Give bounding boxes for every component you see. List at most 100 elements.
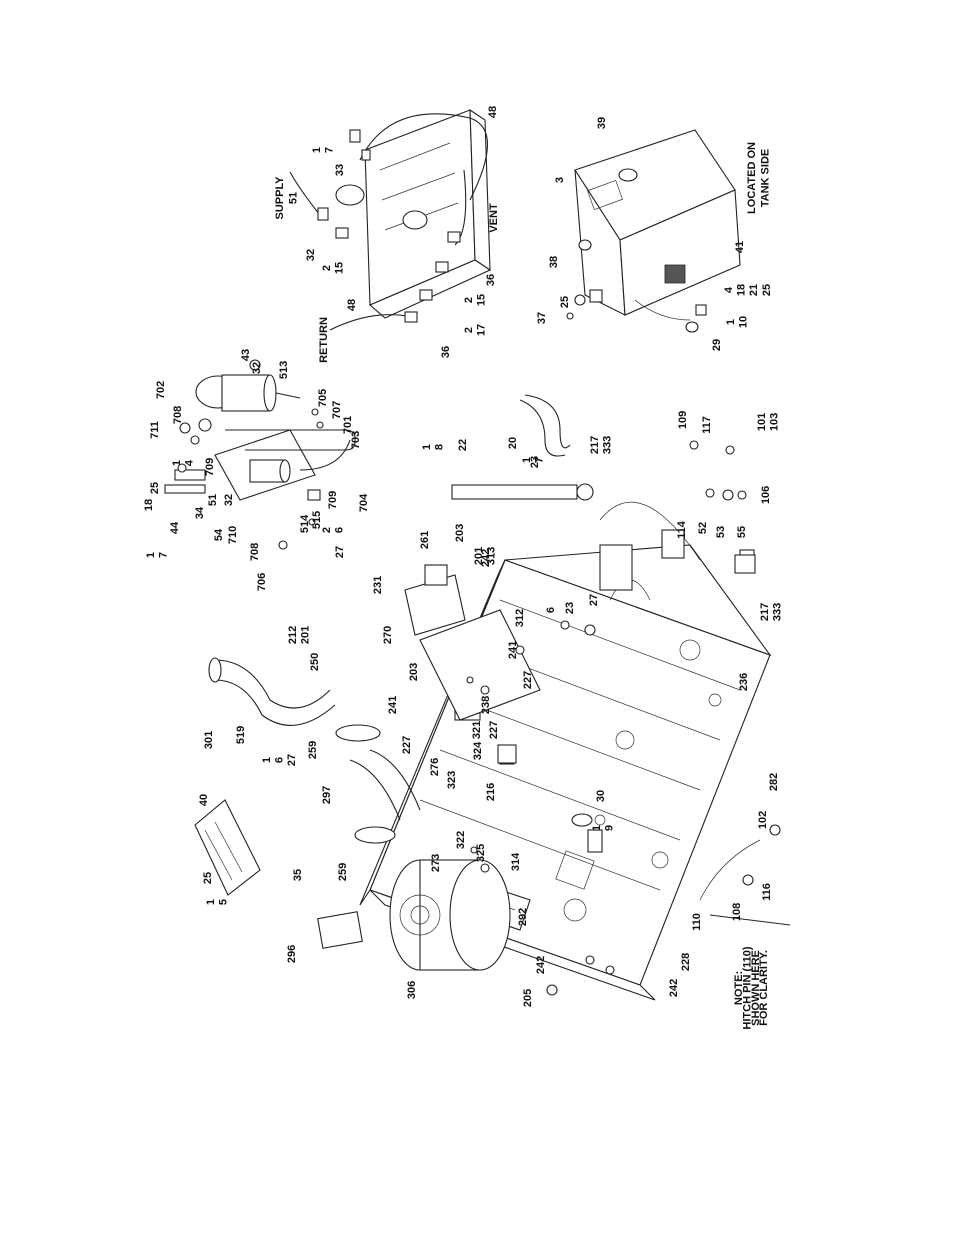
tank-labels-item: 36 [485,274,497,286]
fuel-tank [289,108,492,331]
tank-labels-item: 32 [305,249,317,261]
frame-labels-item: 227 [401,736,413,754]
side-tank-labels-item: 29 [711,339,723,351]
tank-labels-item: 215 [321,262,346,274]
frame-labels-item: 297 [321,786,333,804]
frame-labels-item: 203 [408,663,420,681]
frame-labels-item: 296 [286,945,298,963]
frame-labels-item: 108 [731,903,743,921]
tank-labels-item: 33 [334,164,346,176]
frame-labels-item: 117 [701,416,713,434]
side-tank-labels-item: 25 [559,296,571,308]
frame-labels-item: 292 [517,908,529,926]
frame-labels-item: 259 [307,741,319,759]
frame-labels-item: 217333 [759,603,784,621]
callout-vent: VENT [488,203,500,233]
side-tank [566,129,741,333]
frame-labels-item: 282 [768,773,780,791]
frame-labels-item: 116 [761,883,773,901]
pump-labels-item: 54 [213,528,225,541]
frame-labels-item: 6 [545,607,557,613]
frame-labels-item: 205 [522,989,534,1007]
frame-labels-item: 270 [382,626,394,644]
pump-labels-item: 701 [342,416,354,434]
frame-labels-item: 242 [480,549,492,567]
pump-labels-item: 708 [249,543,261,561]
pump-labels-item: 709 [204,458,216,476]
pump-labels-item: 515 [311,511,323,529]
frame-labels-item: 321 [471,721,483,739]
frame-labels-item: 259 [337,863,349,881]
pump-labels-item: 706 [256,573,268,591]
side-tank-labels-item: 41 [734,241,746,253]
frame-labels-item: 30 [595,790,607,802]
pump-labels-item: 711 [149,421,161,439]
frame-labels-item: 15 [205,899,230,905]
pump-labels-item: 51 [207,494,219,506]
pump-labels-item: 32 [223,494,235,506]
frame-labels-item: 55 [736,526,748,538]
pump-labels-item: 25 [149,482,161,494]
tank-labels-item: 215 [463,294,488,306]
frame-labels-item: 216 [485,783,497,801]
frame-labels-item: 18 [421,444,446,450]
pump-labels-item: 14 [171,459,196,466]
engine-components [194,394,791,996]
frame-labels-item: 306 [406,981,418,999]
pump-labels-item: 513 [278,361,290,379]
frame-labels-item: 519 [235,726,247,744]
pump-assembly [164,359,356,550]
pump-labels-item: 704 [358,493,370,512]
tank-labels-item: 48 [346,299,358,311]
pump-labels-item: 17 [145,552,170,558]
frame-labels-item: 23 [529,456,541,468]
pump-labels-item: 705 [317,389,329,407]
tank-labels-item: 36 [440,346,452,358]
frame-labels-item: 27 [588,594,600,606]
frame-labels-item: 1627 [261,754,298,766]
frame-labels-item: 52 [697,522,709,534]
frame-labels-item: 238 [480,696,492,714]
pump-labels-item: 32 [251,362,263,374]
frame-labels-item: 323 [446,771,458,789]
frame-labels-item: 242 [668,979,680,997]
pump-labels-item: 44 [169,521,181,534]
side-tank-labels-item: 39 [596,117,608,129]
frame-labels-item: 227 [522,671,534,689]
frame-labels-item: 109 [677,411,689,429]
frame-labels-item: 314 [510,852,522,871]
pump-labels-item: 43 [240,349,252,361]
side-tank-labels-item: 37 [536,312,548,324]
frame-labels-item: 110 [691,913,703,931]
frame-labels-item: 301 [203,731,215,749]
frame-labels-item: 114 [676,520,688,539]
frame-labels-item: 203 [454,524,466,542]
frame-labels-item: 40 [198,794,210,806]
frame-labels-item: 35 [292,869,304,881]
callout-return: RETURN [318,317,330,363]
frame-labels-item: 53 [715,526,727,538]
tank-labels-item: 217 [463,324,488,336]
pump-labels-item: 18 [143,499,155,511]
callout-note: NOTE:HITCH PIN (110)SHOWN HEREFOR CLARIT… [733,946,770,1029]
pump-labels-item: 702 [155,381,167,399]
pump-labels-item: 708 [172,406,184,424]
frame-labels-item: 273 [430,854,442,872]
frame-labels-item: 231 [372,576,384,594]
frame-labels-item: 23 [564,602,576,614]
frame-labels-item: 312 [514,609,526,627]
side-tank-labels-item: 110 [725,316,750,328]
pump-labels-item: 709 [327,491,339,509]
frame-labels-item: 325 [475,844,487,862]
frame-labels-item: 250 [309,653,321,671]
side-tank-labels-item: 3 [554,177,566,183]
frame-labels-item: 276 [429,758,441,776]
tank-labels-item: 48 [487,106,499,118]
pump-labels-item: 34 [194,506,206,519]
frame-labels-item: 228 [680,953,692,971]
frame-labels-item: 201313 [473,547,498,565]
